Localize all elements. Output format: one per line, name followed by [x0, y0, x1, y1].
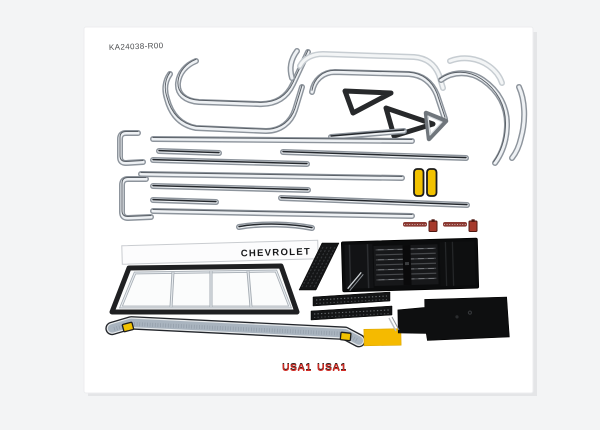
tread-strip-1: [312, 291, 391, 307]
usa1-shadow: USA1: [317, 361, 347, 373]
bumper-marker-left: [121, 321, 135, 333]
mini-emblem-decal-2: [443, 219, 478, 232]
grille-chrome-accent: [347, 271, 362, 290]
side-marker-left: [413, 168, 425, 197]
grille-headlight-left: [344, 244, 374, 289]
rear-window-chrome-highlight: [120, 270, 291, 308]
mini-emblem-cap: [471, 219, 475, 222]
vent-window-triangle-1: [342, 88, 394, 116]
mini-emblem-icon: [428, 220, 438, 232]
rear-window-mullions: [169, 270, 253, 308]
usa1-decal-left: USA1 USA1: [282, 361, 312, 374]
usa1-decal-right: USA1 USA1: [317, 361, 347, 374]
chrome-strip-10: [239, 224, 312, 228]
chevrolet-logo-text: CHEVROLET: [241, 246, 312, 259]
usa1-text: USA1: [317, 362, 347, 374]
rear-window-frame: [109, 263, 300, 315]
small-gray-mark: [388, 316, 400, 332]
carbon-pillar-strip: [298, 242, 340, 291]
usa1-text: USA1: [282, 362, 312, 374]
vent-window-triangle-2: [383, 105, 436, 139]
chrome-strip-1: [153, 138, 412, 142]
yellow-rectangle-decal: [363, 328, 402, 347]
chrome-strip-7: [153, 200, 216, 202]
side-marker-right: [426, 168, 438, 197]
front-bumper: [105, 316, 366, 348]
mini-emblem-cap: [431, 219, 435, 222]
bumper-marker-right: [339, 331, 352, 342]
usa1-shadow: USA1: [282, 361, 312, 373]
black-plate-decal: [397, 296, 510, 341]
mini-emblem-decal-1: [403, 219, 438, 232]
chevrolet-tailgate-panel: CHEVROLET: [121, 239, 319, 265]
grille-decal: [340, 237, 480, 293]
part-number-label: KA24038-R00: [109, 41, 164, 52]
grille-headlight-right: [439, 241, 476, 287]
vent-window-triangle-chrome: [423, 110, 449, 142]
mini-emblem-icon: [468, 220, 478, 232]
chrome-strip-2: [159, 151, 219, 153]
tread-strip-2: [310, 305, 393, 321]
